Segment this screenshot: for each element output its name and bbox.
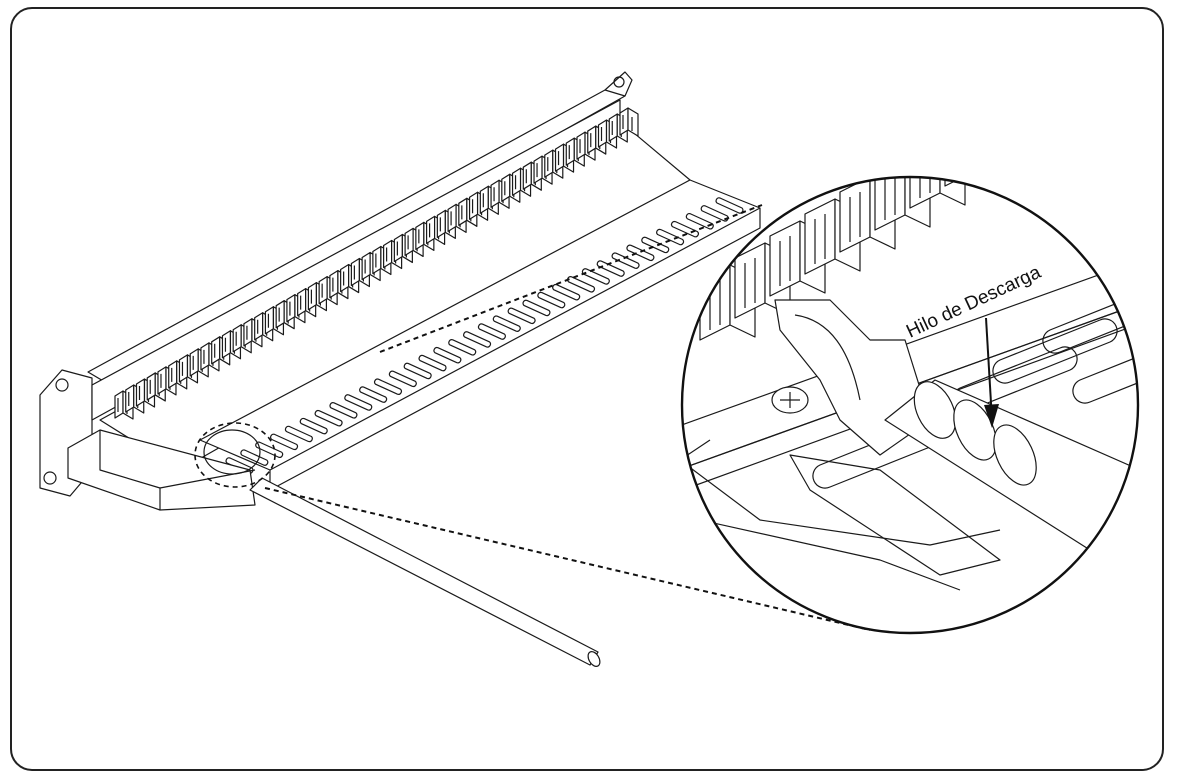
slot [611, 252, 640, 269]
slot [581, 268, 610, 285]
slot [463, 331, 492, 348]
slot [374, 378, 402, 395]
slot [240, 449, 269, 466]
slot [314, 410, 343, 427]
slot [700, 205, 729, 222]
cable-slots [225, 197, 744, 474]
slot [656, 228, 685, 246]
slot [537, 291, 566, 309]
slot [596, 260, 625, 277]
arrow-down-icon [984, 404, 999, 428]
slot [448, 339, 477, 356]
terminal-block [619, 107, 639, 137]
slot [507, 307, 536, 325]
slot [670, 220, 699, 238]
slot [492, 315, 521, 332]
slot [626, 244, 655, 261]
slot [329, 402, 358, 419]
detail-zoom-view [680, 175, 1140, 635]
patch-panel [39, 71, 761, 667]
slot [403, 362, 432, 380]
slot [685, 213, 714, 230]
slot [715, 197, 744, 214]
slot [522, 299, 551, 317]
slot [433, 346, 462, 364]
slot [359, 386, 388, 403]
mounting-hole-right [613, 76, 625, 88]
terminal-blocks [114, 107, 639, 420]
slot [567, 276, 595, 293]
mounting-hole-left-top [55, 378, 69, 392]
slot [418, 354, 447, 372]
zoom-leader-lines [194, 204, 871, 631]
slot [388, 370, 417, 388]
slot [641, 236, 670, 254]
terminal-strip [99, 127, 691, 471]
slot [270, 433, 299, 451]
cable [249, 477, 599, 666]
slot [344, 394, 373, 411]
slot [477, 323, 506, 340]
mounting-hole-left-bottom [43, 471, 57, 485]
ground-ring [203, 429, 261, 475]
slot [299, 417, 328, 435]
slot [284, 425, 313, 443]
slot [552, 283, 581, 301]
